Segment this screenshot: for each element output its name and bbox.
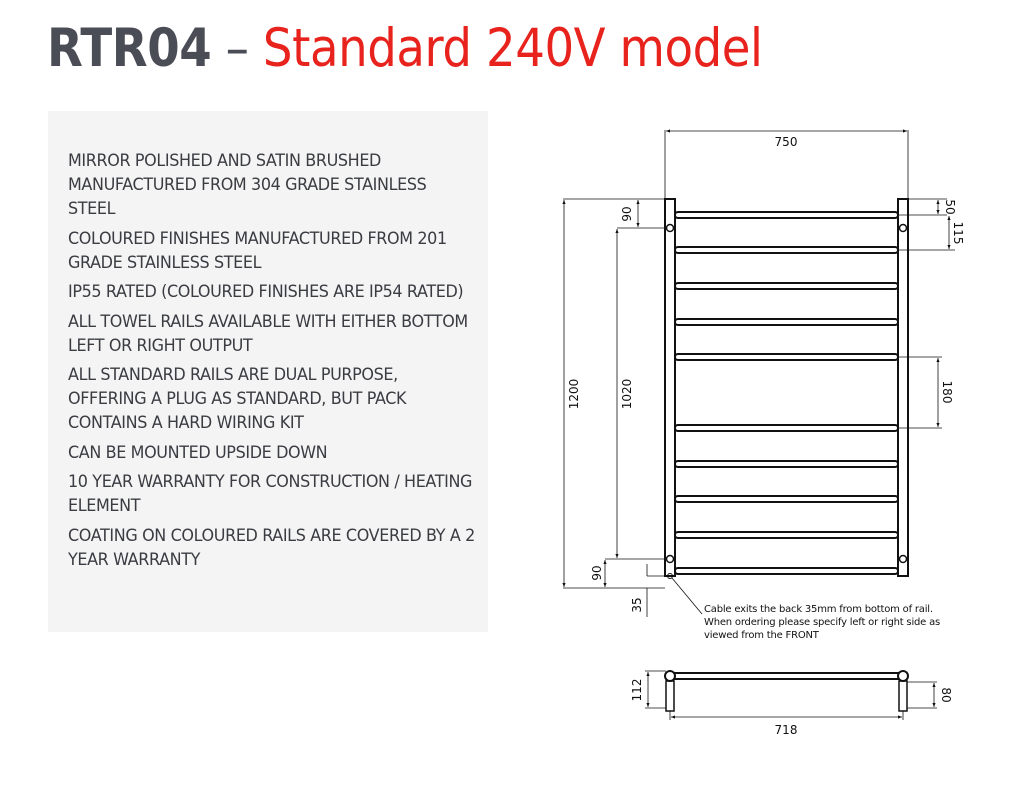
spec-item: COATING ON COLOURED RAILS ARE COVERED BY… [68,525,475,570]
spec-item: ALL STANDARD RAILS ARE DUAL PURPOSE, OFF… [68,365,407,433]
spec-item: CAN BE MOUNTED UPSIDE DOWN [68,442,328,463]
page-title: RTR04 – Standard 240V model [47,14,763,84]
dim-rail-spacing: 115 [951,222,965,245]
spec-item: MIRROR POLISHED AND SATIN BRUSHED MANUFA… [68,151,427,219]
mount-hole [665,223,675,233]
dim-top-mount: 90 [620,206,634,221]
front-view-dimensions: 750 1200 90 1020 90 35 50 115 180 [567,135,965,613]
rails [674,211,899,575]
model-name: Standard 240V model [262,18,763,79]
dim-rail-gap: 180 [940,381,954,404]
spec-item: 10 YEAR WARRANTY FOR CONSTRUCTION / HEAT… [68,472,473,516]
right-post [897,198,909,577]
title-separator: – [225,18,249,79]
dim-cable-exit: 35 [630,597,644,612]
mount-hole [898,223,908,233]
dim-rail-depth: 80 [939,687,953,702]
spec-item: ALL TOWEL RAILS AVAILABLE WITH EITHER BO… [68,311,468,356]
spec-item: COLOURED FINISHES MANUFACTURED FROM 201 … [68,228,447,273]
spec-list: MIRROR POLISHED AND SATIN BRUSHED MANUFA… [68,149,478,577]
mount-hole [665,554,675,564]
cable-note: Cable exits the back 35mm from bottom of… [704,603,964,642]
cable-note-line: viewed from the FRONT [704,630,819,641]
side-view [645,670,937,720]
left-post [664,198,676,577]
front-view [562,129,955,617]
model-code: RTR04 [47,18,212,79]
cable-note-line: When ordering please specify left or rig… [704,617,941,628]
dim-height: 1200 [567,379,581,410]
dim-inner-width: 718 [775,723,798,737]
dim-depth: 112 [630,679,644,702]
dim-width: 750 [775,135,798,149]
side-view-dimensions: 112 80 718 [630,679,953,737]
dim-mount-spacing: 1020 [620,379,634,410]
cable-note-line: Cable exits the back 35mm from bottom of… [704,604,933,615]
specifications-panel: MIRROR POLISHED AND SATIN BRUSHED MANUFA… [48,111,488,632]
dim-top-rail: 50 [943,199,957,214]
mount-hole [898,554,908,564]
spec-item: IP55 RATED (COLOURED FINISHES ARE IP54 R… [68,282,464,302]
dim-bottom-mount: 90 [590,565,604,580]
